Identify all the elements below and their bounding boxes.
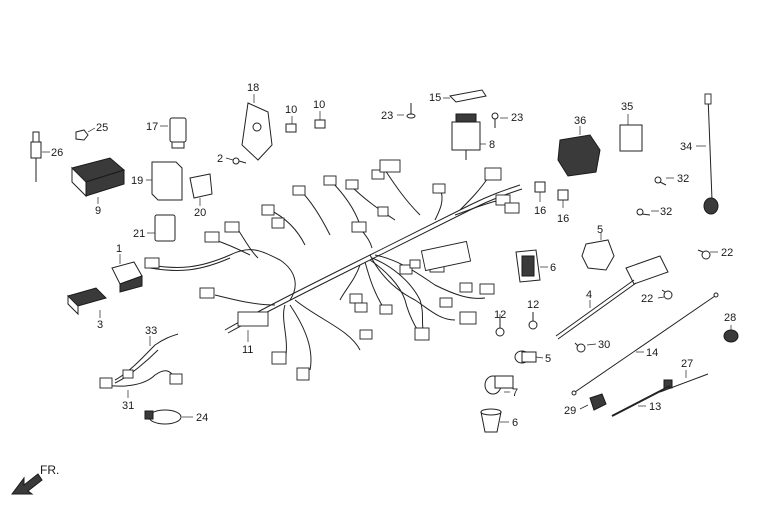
part-23-screw-a: 23 — [381, 103, 416, 122]
svg-text:23: 23 — [381, 110, 393, 122]
part-1-sensor-connector: 1 — [111, 243, 143, 293]
part-10-clip-b: 10 — [313, 99, 326, 129]
main-wire-harness — [144, 159, 523, 381]
svg-text:20: 20 — [194, 207, 206, 219]
part-22-bolt-b: 22 — [641, 289, 673, 305]
part-26-plug-cap: 26 — [30, 131, 63, 182]
part-25-bolt: 25 — [75, 122, 108, 141]
part-23-screw-b: 23 — [491, 112, 523, 128]
svg-text:25: 25 — [96, 122, 108, 134]
svg-text:8: 8 — [489, 139, 495, 151]
svg-text:16: 16 — [534, 205, 546, 217]
front-arrow-icon — [11, 473, 43, 495]
part-32-bolt-b: 32 — [636, 206, 672, 218]
svg-text:19: 19 — [131, 175, 143, 187]
svg-text:10: 10 — [285, 104, 297, 116]
svg-text:13: 13 — [649, 401, 661, 413]
svg-text:26: 26 — [51, 147, 63, 159]
part-2-bolt: 2 — [217, 153, 247, 165]
svg-text:3: 3 — [97, 319, 103, 331]
svg-text:27: 27 — [681, 358, 693, 370]
part-28-grommet: 28 — [723, 312, 739, 343]
svg-text:15: 15 — [429, 92, 441, 104]
part-13-strap: 13 — [611, 385, 671, 417]
svg-text:7: 7 — [512, 387, 518, 399]
part-9-regulator-rectifier: 9 — [71, 157, 126, 217]
part-19-control-unit: 19 — [131, 161, 183, 201]
part-6-connector-upper: 6 — [515, 249, 556, 283]
svg-text:4: 4 — [586, 289, 592, 301]
svg-text:29: 29 — [564, 405, 576, 417]
svg-text:30: 30 — [598, 339, 610, 351]
svg-text:36: 36 — [574, 115, 586, 127]
part-5-fuse-lower: 5 — [514, 350, 551, 365]
front-label: FR. — [40, 463, 59, 477]
part-5-relay-upper: 5 — [581, 224, 615, 271]
svg-text:14: 14 — [646, 347, 658, 359]
part-6-cap-lower: 6 — [480, 408, 518, 433]
part-ignition-coil: 4 — [555, 255, 669, 340]
part-33-31-sub-harness: 33 31 — [99, 325, 183, 412]
part-24-cable-tie: 24 — [144, 409, 208, 425]
svg-text:9: 9 — [95, 205, 101, 217]
part-18-mounting-bracket: 18 — [241, 82, 273, 161]
part-15-bracket: 15 — [429, 89, 487, 104]
svg-text:24: 24 — [196, 412, 208, 424]
part-35-relay: 35 — [619, 101, 643, 152]
svg-text:28: 28 — [724, 312, 736, 324]
part-36-junction-box: 36 — [557, 115, 601, 177]
part-8-ignition-unit: 8 — [451, 113, 495, 160]
callout-11: 11 — [242, 330, 253, 356]
svg-text:33: 33 — [145, 325, 157, 337]
part-32-bolt-a: 32 — [654, 173, 689, 186]
part-7-boot: 7 — [484, 375, 518, 399]
part-12-bolt-b: 12 — [527, 299, 539, 330]
svg-text:5: 5 — [597, 224, 603, 236]
svg-text:18: 18 — [247, 82, 259, 94]
svg-text:32: 32 — [660, 206, 672, 218]
part-3-control-module: 3 — [67, 287, 107, 331]
part-21-relay: 21 — [133, 214, 176, 242]
part-34-cable: 34 — [680, 93, 719, 215]
front-indicator: FR. — [11, 463, 59, 495]
part-14-cable: 14 — [571, 292, 719, 396]
svg-text:22: 22 — [641, 293, 653, 305]
svg-text:23: 23 — [511, 112, 523, 124]
svg-text:12: 12 — [527, 299, 539, 311]
part-29-clamp: 29 — [564, 393, 607, 417]
part-10-clip-a: 10 — [285, 104, 297, 133]
part-16-clip-b: 16 — [557, 189, 569, 225]
svg-text:2: 2 — [217, 153, 223, 165]
part-22-bolt-a: 22 — [697, 247, 733, 260]
svg-text:35: 35 — [621, 101, 633, 113]
svg-text:31: 31 — [122, 400, 134, 412]
svg-text:6: 6 — [550, 262, 556, 274]
part-17-relay-socket: 17 — [146, 117, 187, 149]
svg-text:17: 17 — [146, 121, 158, 133]
svg-text:32: 32 — [677, 173, 689, 185]
svg-text:34: 34 — [680, 141, 692, 153]
part-30-bolt: 30 — [574, 339, 610, 353]
svg-text:12: 12 — [494, 309, 506, 321]
svg-text:6: 6 — [512, 417, 518, 429]
svg-text:16: 16 — [557, 213, 569, 225]
svg-text:11: 11 — [242, 344, 253, 356]
svg-text:22: 22 — [721, 247, 733, 259]
svg-text:1: 1 — [116, 243, 122, 255]
svg-text:10: 10 — [313, 99, 325, 111]
part-12-bolt-a: 12 — [494, 309, 506, 337]
part-16-clip-a: 16 — [534, 181, 546, 217]
part-20-relay: 20 — [189, 173, 213, 219]
svg-text:21: 21 — [133, 228, 145, 240]
svg-text:5: 5 — [545, 353, 551, 365]
part-27-cable-tie: 27 — [659, 358, 709, 393]
